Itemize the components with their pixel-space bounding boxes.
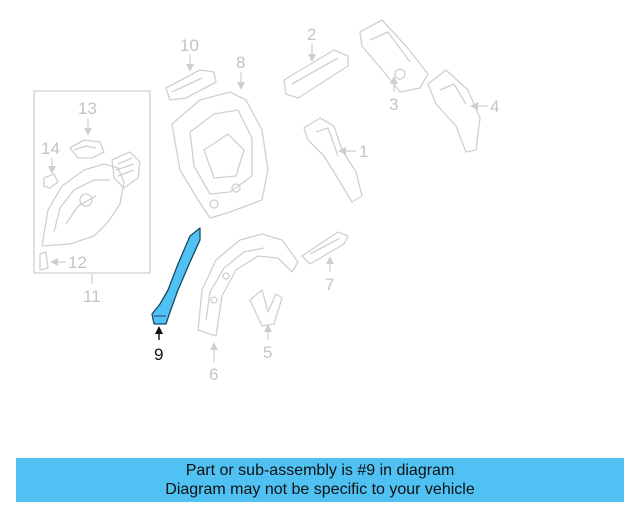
part-8-shape [171,91,269,219]
banner-line-1: Part or sub-assembly is #9 in diagram [185,462,455,479]
assembly-11-box [33,90,151,274]
callout-10: 10 [180,36,199,55]
callout-2: 2 [307,25,316,44]
part-6-shape [197,233,299,337]
part-3-shape [359,19,429,93]
part-14-shape [43,173,59,189]
part-2-shape [283,49,349,99]
part-7-shape [301,231,349,265]
callout-1: 1 [359,142,368,161]
banner-line-2: Diagram may not be specific to your vehi… [165,481,475,498]
part-12-shape [39,251,49,271]
callout-13: 13 [78,99,97,118]
callout-4: 4 [490,97,499,116]
part-9-shape[interactable] [151,227,201,325]
info-banner: Part or sub-assembly is #9 in diagram Di… [16,458,624,502]
part-grille-shape [111,151,141,189]
part-11-shape [41,163,125,247]
part-1-shape [303,117,363,203]
part-13-shape [69,139,105,159]
part-4-shape [427,69,481,153]
callout-5: 5 [263,343,272,362]
callout-14: 14 [41,139,60,158]
callout-9[interactable]: 9 [154,345,163,364]
callout-6: 6 [209,365,218,384]
leader-lines [48,44,488,362]
callout-3: 3 [389,95,398,114]
callout-7: 7 [325,275,334,294]
part-10-shape [165,69,217,101]
parts-diagram: 10 8 2 3 4 1 13 14 12 11 9 6 5 7 [33,19,499,384]
callout-8: 8 [236,53,245,72]
part-5-shape [249,289,283,327]
callout-11: 11 [83,287,101,306]
callout-12: 12 [68,253,87,272]
